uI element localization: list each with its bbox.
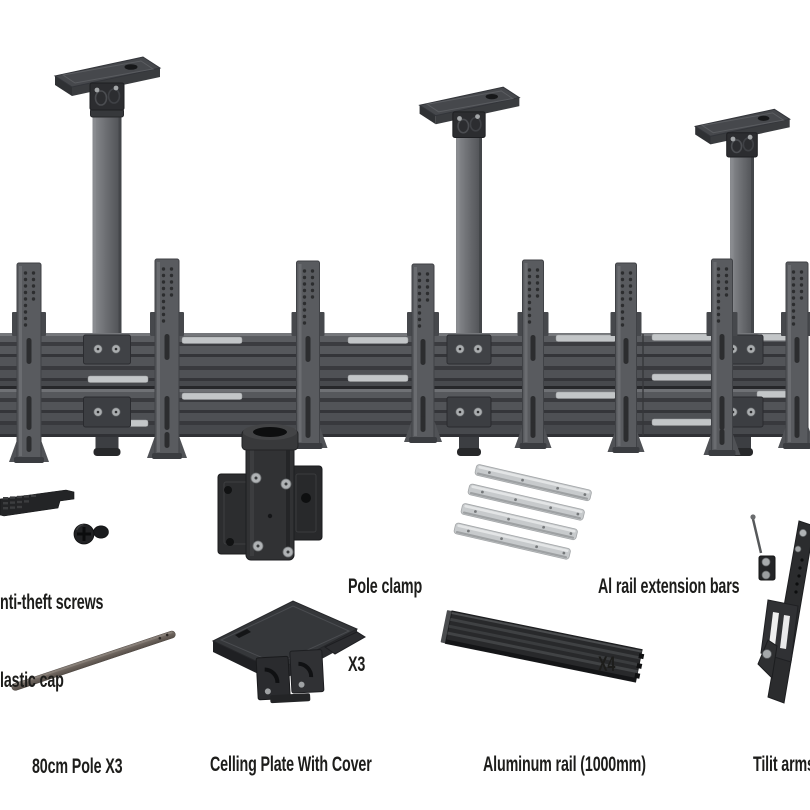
label-al-rail-extension-qty: X4 (598, 653, 616, 676)
rail-clip (651, 373, 713, 381)
label-tilt-arms-name: Tilit arms (753, 753, 810, 776)
80cm-pole-icon (11, 630, 176, 691)
extension-bar-3 (460, 503, 578, 541)
extension-bar-1 (474, 464, 592, 502)
ceiling-pole-2 (418, 86, 521, 337)
rail-clip (555, 334, 617, 342)
anti-theft-screws-icon (0, 489, 109, 545)
label-aluminum-rail: Aluminum rail (1000mm) X5 (483, 700, 646, 810)
tv-bracket-2 (147, 258, 187, 459)
label-tilt-arms: Tilit arms x4 (753, 700, 810, 810)
tv-bracket-8 (778, 261, 810, 449)
tv-bracket-7 (703, 258, 741, 456)
label-anti-theft: nti-theft screws lastic cap (0, 538, 103, 746)
label-pole-clamp-name: Pole clamp (348, 575, 423, 598)
ceiling-mount-assembly (0, 56, 810, 463)
rail-clip (181, 336, 243, 344)
ceiling-pole-3 (693, 108, 791, 337)
horizontal-rails (0, 333, 796, 437)
label-80cm-pole: 80cm Pole X3 (32, 702, 123, 810)
label-80cm-pole-name: 80cm Pole X3 (32, 755, 123, 778)
rail-pole-clamp (83, 334, 131, 456)
ceiling-plate-with-cover-icon (211, 600, 366, 704)
plastic-cap-icon (93, 525, 109, 539)
ceiling-pole-1 (53, 56, 162, 337)
label-aluminum-rail-name: Aluminum rail (1000mm) (483, 753, 646, 776)
tilt-arm-icon (750, 514, 810, 704)
rail-clip (87, 375, 149, 383)
tv-bracket-6 (607, 262, 645, 453)
label-ceiling-plate-name: Celling Plate With Cover (210, 753, 372, 776)
label-anti-theft-line1: nti-theft screws (0, 591, 104, 614)
tv-bracket-5 (514, 259, 552, 449)
label-al-rail-extension-name: Al rail extension bars (598, 575, 740, 598)
rail-clip (347, 336, 409, 344)
rail-clip (347, 374, 409, 382)
label-ceiling-plate: Celling Plate With Cover X3 (210, 700, 372, 810)
pole-clamp-icon (217, 424, 323, 561)
rail-pole-clamp (446, 334, 492, 456)
extension-bar-2 (467, 483, 585, 521)
extension-bar-4 (453, 522, 571, 560)
rail-clip (181, 392, 243, 400)
tv-bracket-1 (9, 262, 49, 463)
label-pole-clamp-qty: X3 (348, 653, 366, 676)
al-rail-extension-bars-icon (453, 464, 592, 560)
label-pole-clamp: Pole clamp X3 (348, 522, 422, 730)
rail-clip (555, 391, 617, 399)
tv-bracket-4 (404, 263, 442, 443)
label-al-rail-extension: Al rail extension bars X4 (598, 522, 740, 730)
rail-clip (651, 333, 713, 341)
aluminum-rail-icon (440, 610, 645, 683)
label-anti-theft-line2: lastic cap (0, 669, 64, 692)
rail-clip (651, 418, 713, 426)
